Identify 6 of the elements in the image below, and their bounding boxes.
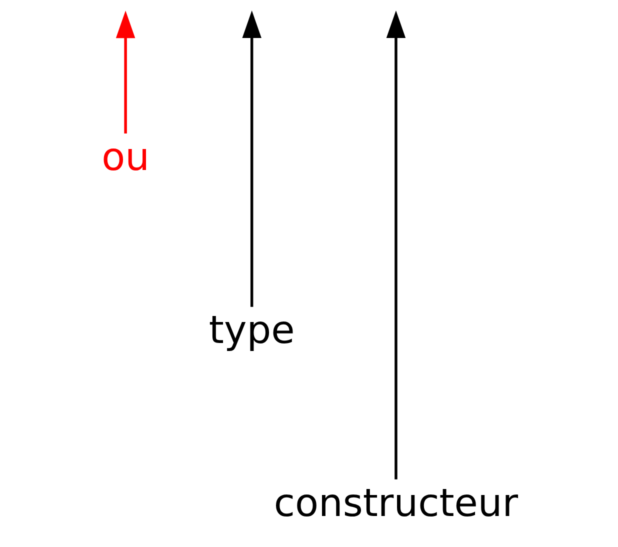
arrow <box>242 10 261 307</box>
arrow <box>115 10 135 134</box>
node-text: type <box>208 308 294 354</box>
node-text: constructeur <box>273 481 518 526</box>
node-text: ou <box>101 135 149 180</box>
arrow <box>386 10 406 480</box>
